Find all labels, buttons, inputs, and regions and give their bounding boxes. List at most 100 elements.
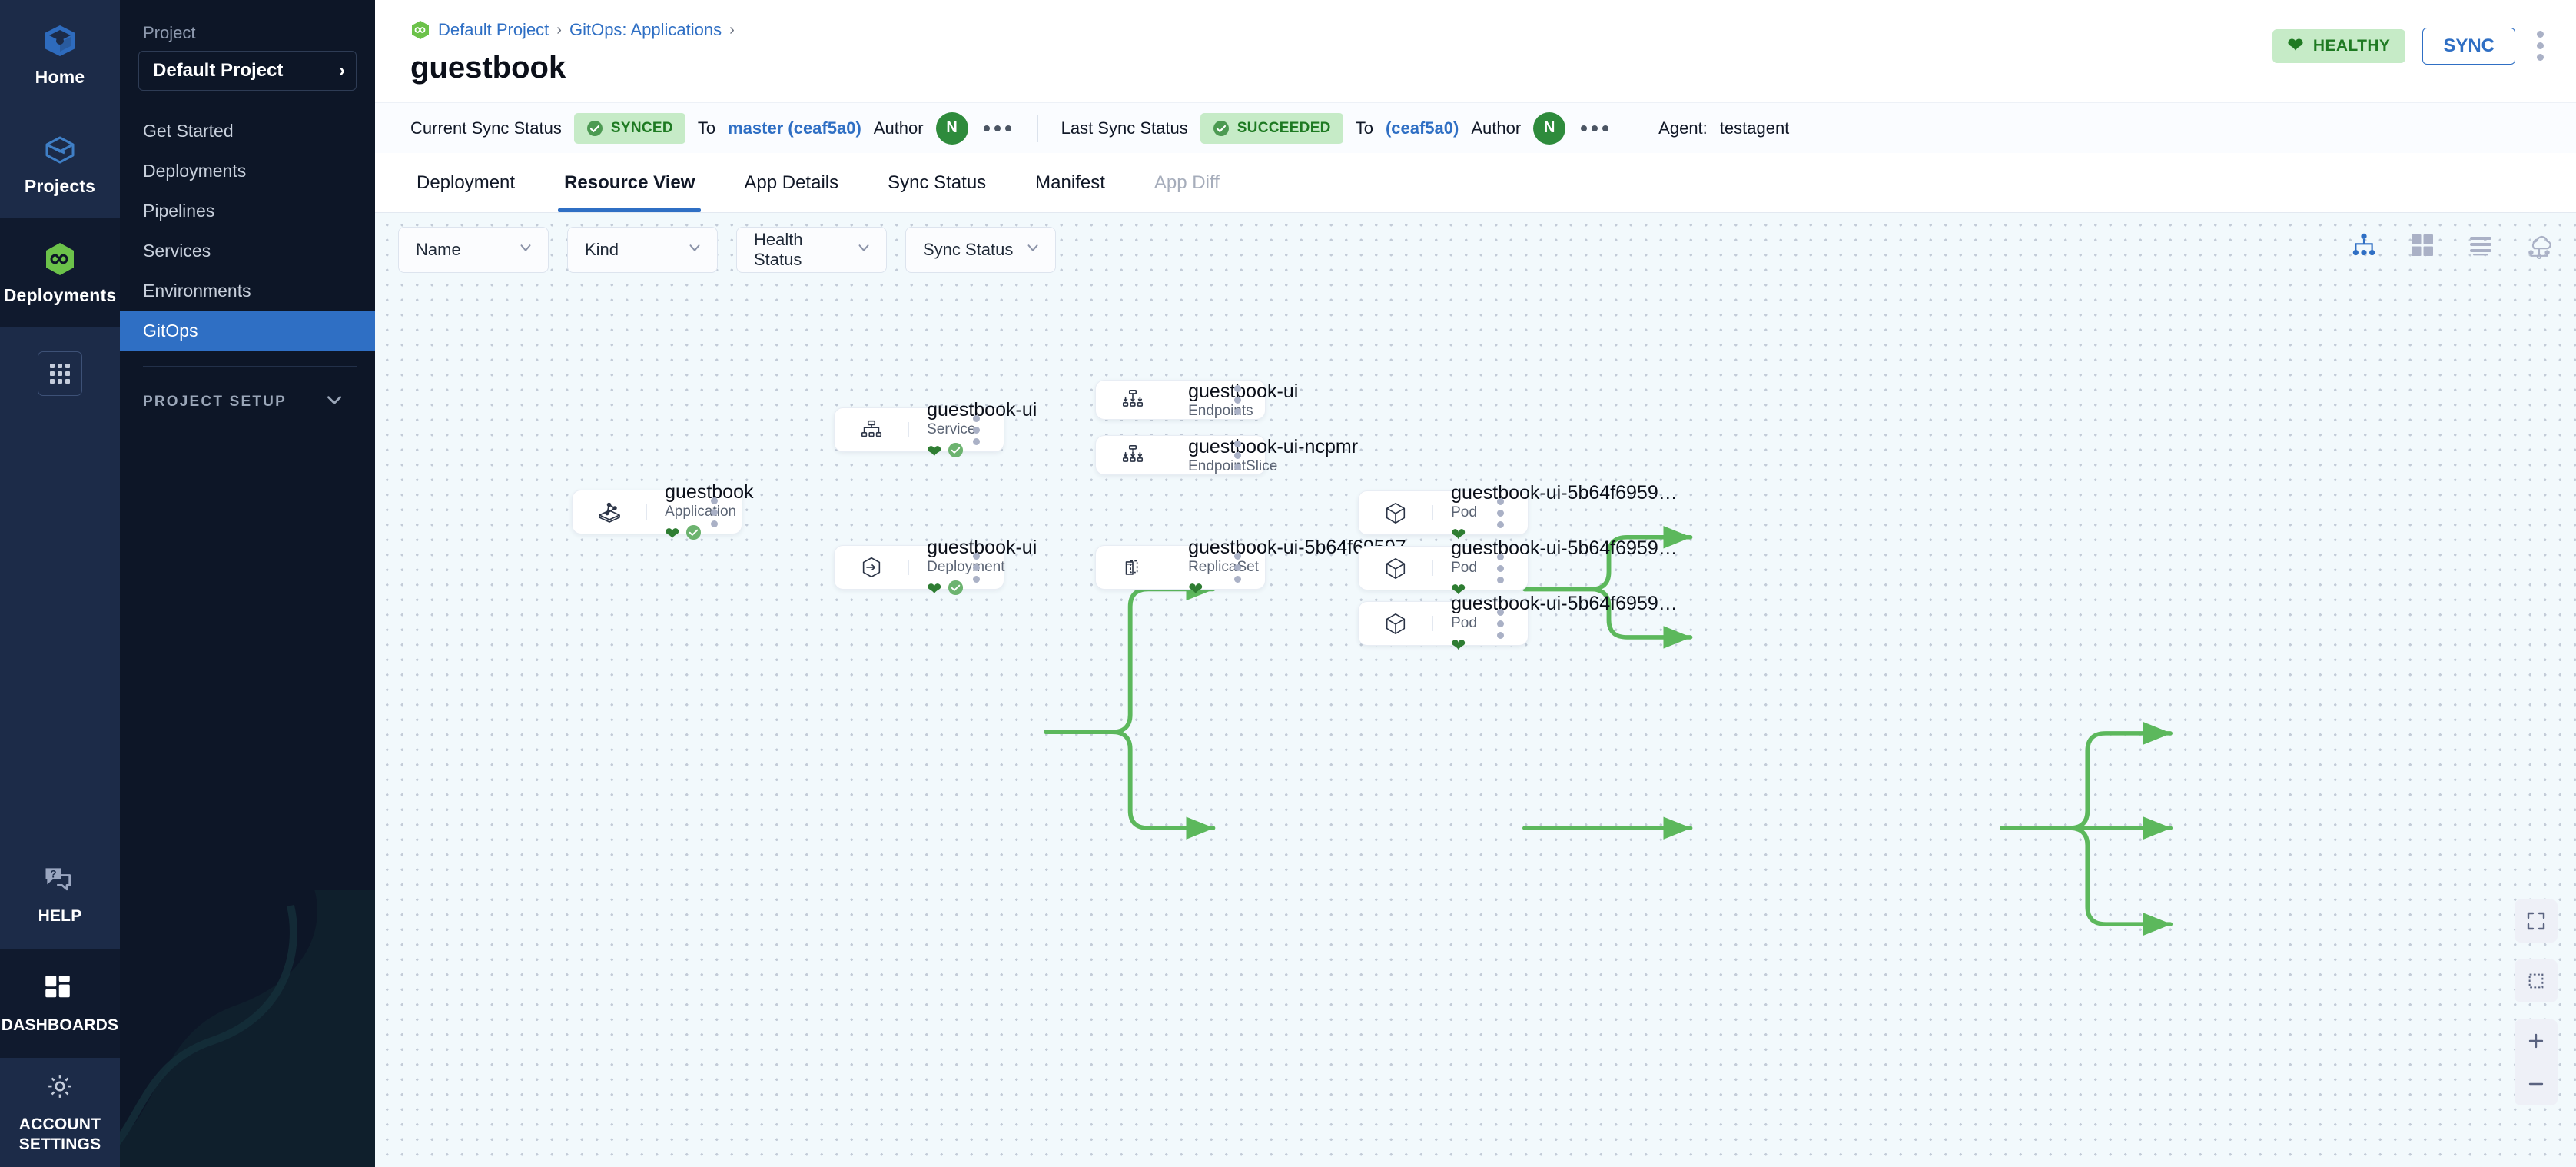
breadcrumb-link-gitops-applications[interactable]: GitOps: Applications bbox=[569, 20, 722, 39]
tab-sync-status[interactable]: Sync Status bbox=[863, 153, 1011, 212]
sidebar-project-setup[interactable]: PROJECT SETUP bbox=[120, 384, 375, 421]
node-kebab-icon[interactable] bbox=[948, 411, 1004, 450]
filter-name-select[interactable]: Name bbox=[398, 227, 549, 273]
current-sync-more-icon[interactable] bbox=[981, 119, 1014, 138]
fullscreen-icon[interactable] bbox=[2515, 899, 2558, 943]
graph-node-pod-2[interactable]: guestbook-ui-5b64f6959… Pod ❤ bbox=[1358, 537, 1678, 599]
chevron-down-icon bbox=[324, 390, 344, 414]
current-sync-target-link[interactable]: master (ceaf5a0) bbox=[728, 118, 861, 138]
rail-item-account-settings[interactable]: ACCOUNT SETTINGS bbox=[0, 1058, 120, 1167]
filter-label: Sync Status bbox=[923, 240, 1014, 259]
node-status: ❤ bbox=[1451, 526, 1472, 544]
select-area-icon[interactable] bbox=[2515, 959, 2558, 1002]
graph-viewport[interactable]: guestbook Application ❤ bbox=[375, 213, 2576, 1167]
filter-kind-select[interactable]: Kind bbox=[567, 227, 718, 273]
tree-view-icon[interactable] bbox=[2349, 230, 2379, 261]
filter-sync-status-select[interactable]: Sync Status bbox=[905, 227, 1056, 273]
last-sync-more-icon[interactable] bbox=[1578, 119, 1612, 138]
node-body: guestbook Application ❤ bbox=[646, 481, 753, 544]
node-kind: Pod bbox=[1451, 504, 1477, 520]
rail-item-help[interactable]: ? HELP bbox=[0, 840, 120, 949]
filter-label: Health Status bbox=[754, 230, 803, 269]
rail-item-label: HELP bbox=[38, 907, 82, 925]
sidebar-item-get-started[interactable]: Get Started bbox=[120, 111, 375, 151]
status-badge-healthy: ❤ HEALTHY bbox=[2272, 28, 2406, 63]
node-kebab-icon[interactable] bbox=[1210, 548, 1265, 587]
sidebar-item-label: Deployments bbox=[143, 160, 247, 181]
graph-node-pod-3[interactable]: guestbook-ui-5b64f6959… Pod ❤ bbox=[1358, 593, 1678, 654]
avatar[interactable]: N bbox=[935, 111, 968, 145]
rail-item-deployments[interactable]: Deployments bbox=[0, 218, 120, 327]
node-kind: Pod bbox=[1451, 559, 1477, 576]
sidebar-section-label: Project bbox=[143, 23, 196, 42]
sidebar-item-deployments[interactable]: Deployments bbox=[120, 151, 375, 191]
project-selector[interactable]: Default Project › bbox=[138, 51, 357, 91]
resource-graph-canvas[interactable]: Name Kind Health Status bbox=[375, 213, 2576, 1167]
last-sync-target-link[interactable]: (ceaf5a0) bbox=[1385, 118, 1459, 138]
apps-launcher[interactable] bbox=[0, 327, 120, 420]
graph-node-application[interactable]: guestbook Application ❤ bbox=[572, 481, 754, 543]
node-kebab-icon[interactable] bbox=[1210, 436, 1265, 475]
last-sync-status-value: SUCCEEDED bbox=[1237, 119, 1331, 136]
check-circle-icon bbox=[586, 120, 603, 137]
current-sync-status-group: Current Sync Status SYNCED To master (ce… bbox=[410, 111, 1014, 145]
node-body: guestbook-ui-5b64f6959… Pod ❤ bbox=[1432, 482, 1678, 544]
graph-node-endpointslice[interactable]: guestbook-ui-ncpmr EndpointSlice bbox=[1095, 435, 1358, 475]
help-chat-icon: ? bbox=[41, 863, 78, 899]
tab-deployment[interactable]: Deployment bbox=[410, 153, 539, 212]
sidebar-item-gitops[interactable]: GitOps bbox=[120, 311, 375, 351]
sidebar-item-label: Pipelines bbox=[143, 200, 215, 221]
graph-node-endpoints[interactable]: guestbook-ui Endpoints bbox=[1095, 380, 1298, 420]
node-kebab-icon[interactable] bbox=[1472, 549, 1528, 588]
home-hex-icon bbox=[41, 22, 78, 59]
kebab-vertical-icon[interactable] bbox=[2532, 26, 2548, 65]
tab-manifest[interactable]: Manifest bbox=[1011, 153, 1130, 212]
node-body: guestbook-ui-5b64f69597 ReplicaSet ❤ bbox=[1170, 537, 1406, 599]
tab-resource-view[interactable]: Resource View bbox=[539, 153, 719, 212]
sidebar-item-pipelines[interactable]: Pipelines bbox=[120, 191, 375, 231]
sidebar-item-label: Environments bbox=[143, 280, 251, 301]
agent-group: Agent: testagent bbox=[1658, 118, 1789, 138]
graph-node-service[interactable]: guestbook-ui Service ❤ bbox=[834, 399, 1037, 460]
node-kebab-icon[interactable] bbox=[1472, 494, 1528, 533]
header-actions: ❤ HEALTHY SYNC bbox=[2272, 26, 2548, 65]
avatar[interactable]: N bbox=[1533, 111, 1566, 145]
node-status: ❤ bbox=[1188, 580, 1210, 599]
graph-node-pod-1[interactable]: guestbook-ui-5b64f6959… Pod ❤ bbox=[1358, 482, 1678, 544]
node-kind: ReplicaSet bbox=[1188, 558, 1259, 575]
sync-button[interactable]: SYNC bbox=[2422, 27, 2515, 65]
sidebar-item-environments[interactable]: Environments bbox=[120, 271, 375, 311]
rail-item-label: Home bbox=[35, 66, 85, 87]
list-view-icon[interactable] bbox=[2465, 230, 2496, 261]
pod-icon bbox=[1359, 500, 1432, 525]
project-sidebar: Project Default Project › Get Started De… bbox=[120, 0, 375, 1167]
zoom-in-icon[interactable] bbox=[2515, 1019, 2558, 1062]
heart-icon: ❤ bbox=[927, 579, 942, 599]
grid-view-icon[interactable] bbox=[2407, 230, 2438, 261]
breadcrumb-link-default-project[interactable]: Default Project bbox=[438, 20, 549, 39]
graph-node-deployment[interactable]: guestbook-ui Deployment ❤ bbox=[834, 537, 1037, 598]
tab-label: Deployment bbox=[417, 171, 516, 193]
status-divider bbox=[1037, 114, 1038, 142]
tab-app-diff: App Diff bbox=[1130, 153, 1244, 212]
node-kebab-icon[interactable] bbox=[1472, 604, 1528, 643]
rail-item-dashboards[interactable]: DASHBOARDS bbox=[0, 949, 120, 1058]
sidebar-item-services[interactable]: Services bbox=[120, 231, 375, 271]
node-body: guestbook-ui-ncpmr EndpointSlice bbox=[1170, 436, 1358, 475]
rail-item-label: ACCOUNT SETTINGS bbox=[18, 1115, 101, 1153]
node-kebab-icon[interactable] bbox=[948, 548, 1004, 587]
main-area: Default Project › GitOps: Applications ›… bbox=[375, 0, 2576, 1167]
node-kebab-icon[interactable] bbox=[686, 493, 742, 532]
graph-node-replicaset[interactable]: guestbook-ui-5b64f69597 ReplicaSet ❤ bbox=[1095, 537, 1406, 598]
node-kebab-icon[interactable] bbox=[1210, 381, 1265, 420]
rail-item-projects[interactable]: Projects bbox=[0, 109, 120, 218]
rail-item-home[interactable]: Home bbox=[0, 0, 120, 109]
cloud-topology-icon[interactable] bbox=[2524, 230, 2554, 261]
filter-health-status-select[interactable]: Health Status bbox=[736, 227, 887, 273]
project-selector-label: Default Project bbox=[153, 60, 284, 81]
zoom-out-icon[interactable] bbox=[2515, 1062, 2558, 1105]
rail-item-label: Projects bbox=[24, 175, 96, 196]
node-status: ❤ bbox=[1451, 637, 1472, 655]
tab-app-details[interactable]: App Details bbox=[719, 153, 863, 212]
